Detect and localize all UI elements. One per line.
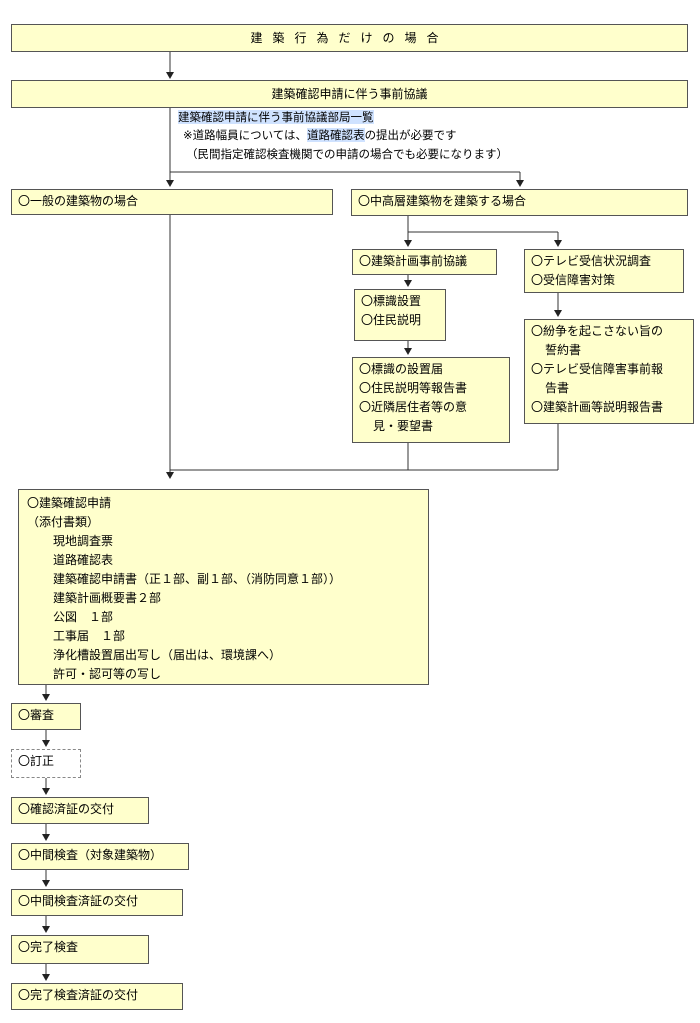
- tv-interference-report-label: 〇テレビ受信障害事前報: [531, 362, 664, 376]
- no-dispute-pledge-label: 〇紛争を起こさない旨の: [531, 324, 664, 338]
- completion-certificate-step-label: 〇完了検査済証の交付: [18, 988, 139, 1002]
- attachment-item: 建築計画概要書２部: [53, 591, 162, 605]
- pre-consultation-box: 建築確認申請に伴う事前協議: [11, 80, 688, 108]
- completion-certificate-step-box: 〇完了検査済証の交付: [11, 983, 183, 1010]
- pledge-documents-box: 〇紛争を起こさない旨の 誓約書 〇テレビ受信障害事前報 告書 〇建築計画等説明報…: [524, 319, 694, 424]
- interim-inspection-step-label: 〇中間検査（対象建築物）: [18, 848, 163, 862]
- interference-measures-label: 〇受信障害対策: [531, 273, 616, 287]
- review-step-box: 〇審査: [11, 703, 81, 730]
- midrise-building-case-box: 〇中高層建築物を建築する場合: [351, 189, 688, 216]
- attachment-item: 道路確認表: [53, 553, 114, 567]
- attachment-item: 現地調査票: [53, 534, 114, 548]
- interim-certificate-step-label: 〇中間検査済証の交付: [18, 894, 139, 908]
- building-confirmation-application-box: 〇建築確認申請 （添付書類） 現地調査票 道路確認表 建築確認申請書（正１部、副…: [18, 489, 429, 685]
- no-dispute-pledge-label-cont: 誓約書: [545, 343, 582, 357]
- review-step-label: 〇審査: [18, 708, 55, 722]
- consultation-dept-list-link[interactable]: 建築確認申請に伴う事前協議部局一覧: [178, 110, 374, 124]
- sign-notification-box: 〇標識の設置届 〇住民説明等報告書 〇近隣居住者等の意 見・要望書: [352, 357, 510, 443]
- sign-installation-label: 〇標識設置: [361, 294, 422, 308]
- application-title: 〇建築確認申請: [27, 496, 112, 510]
- building-only-case-title: 建築行為だけの場合: [250, 30, 449, 45]
- resident-report-label: 〇住民説明等報告書: [359, 381, 468, 395]
- neighbor-opinion-label: 〇近隣居住者等の意: [359, 400, 468, 414]
- preliminary-consultation-box: 〇建築計画事前協議: [352, 249, 497, 275]
- midrise-building-case-label: 〇中高層建築物を建築する場合: [358, 194, 527, 208]
- sign-notification-label: 〇標識の設置届: [359, 362, 444, 376]
- general-building-case-label: 〇一般の建築物の場合: [18, 194, 139, 208]
- preliminary-consultation-label: 〇建築計画事前協議: [359, 254, 468, 268]
- attachment-item: 許可・認可等の写し: [53, 667, 162, 681]
- confirmation-certificate-step-box: 〇確認済証の交付: [11, 797, 149, 824]
- attachment-item: 浄化槽設置届出写し（届出は、環境課へ）: [53, 648, 282, 662]
- road-confirmation-link[interactable]: 道路確認表: [307, 128, 365, 142]
- completion-inspection-step-label: 〇完了検査: [18, 940, 79, 954]
- interim-inspection-step-box: 〇中間検査（対象建築物）: [11, 843, 189, 870]
- tv-interference-report-label-cont: 告書: [545, 381, 570, 395]
- resident-explanation-label: 〇住民説明: [361, 313, 422, 327]
- attachment-item: 公図 １部: [53, 610, 114, 624]
- interim-certificate-step-box: 〇中間検査済証の交付: [11, 889, 183, 916]
- attachments-heading: （添付書類）: [27, 515, 100, 529]
- private-inspection-note: （民間指定確認検査機関での申請の場合でも必要になります）: [186, 147, 508, 161]
- sign-installation-box: 〇標識設置 〇住民説明: [354, 289, 446, 341]
- confirmation-certificate-step-label: 〇確認済証の交付: [18, 802, 115, 816]
- completion-inspection-step-box: 〇完了検査: [11, 935, 149, 964]
- general-building-case-box: 〇一般の建築物の場合: [11, 189, 333, 215]
- attachment-item: 工事届 １部: [53, 629, 126, 643]
- tv-reception-survey-label: 〇テレビ受信状況調査: [531, 254, 652, 268]
- plan-explanation-report-label: 〇建築計画等説明報告書: [531, 400, 664, 414]
- correction-step-label: 〇訂正: [18, 754, 55, 768]
- tv-reception-box: 〇テレビ受信状況調査 〇受信障害対策: [524, 249, 684, 293]
- correction-step-box: 〇訂正: [11, 749, 81, 778]
- pre-consultation-title: 建築確認申請に伴う事前協議: [271, 86, 428, 101]
- neighbor-opinion-label-cont: 見・要望書: [373, 419, 434, 433]
- attachment-item: 建築確認申請書（正１部、副１部、（消防同意１部））: [53, 572, 342, 586]
- building-only-case-box: 建築行為だけの場合: [11, 24, 688, 52]
- road-width-note: ※道路幅員については、道路確認表の提出が必要です: [183, 128, 457, 142]
